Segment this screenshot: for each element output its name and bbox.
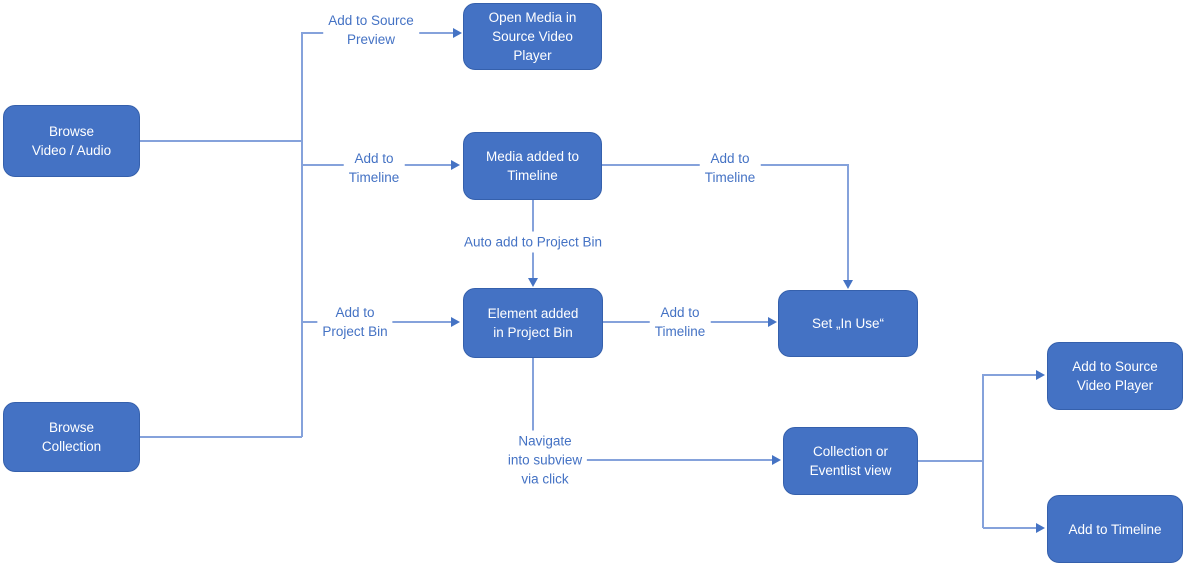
arrowhead-into-open-media <box>453 28 462 38</box>
node-add-to-timeline: Add to Timeline <box>1047 495 1183 563</box>
connector-branch-to-add-source <box>983 374 1037 376</box>
node-open-media-source-player: Open Media in Source Video Player <box>463 3 602 70</box>
node-media-added-timeline: Media added to Timeline <box>463 132 602 200</box>
connector-browse-collection-to-trunk <box>140 436 302 438</box>
node-collection-eventlist-view: Collection or Eventlist view <box>783 427 918 495</box>
edge-label-add-to-timeline-browse: Add to Timeline <box>343 148 405 188</box>
connector-branch-vertical <box>982 374 984 528</box>
arrowhead-into-set-in-use-top <box>843 280 853 289</box>
connector-branch-to-add-timeline <box>983 527 1037 529</box>
arrowhead-into-element-added <box>451 317 460 327</box>
edge-label-navigate-into-subview: Navigate into subview via click <box>502 430 588 490</box>
arrowhead-into-collection <box>772 455 781 465</box>
node-set-in-use: Set „In Use“ <box>778 290 918 357</box>
node-element-added-project-bin: Element added in Project Bin <box>463 288 603 358</box>
connector-navigate-to-collection <box>533 459 773 461</box>
connector-collection-to-branch <box>918 460 983 462</box>
edge-label-add-to-timeline-element: Add to Timeline <box>649 302 711 342</box>
connector-browse-video-to-trunk <box>140 140 302 142</box>
edge-label-add-to-project-bin: Add to Project Bin <box>317 302 393 342</box>
arrowhead-into-media-added <box>451 160 460 170</box>
edge-label-add-to-source-preview: Add to Source Preview <box>323 10 419 50</box>
arrowhead-into-add-source-player <box>1036 370 1045 380</box>
node-browse-collection: Browse Collection <box>3 402 140 472</box>
connector-element-down <box>532 358 534 460</box>
arrowhead-into-add-timeline <box>1036 523 1045 533</box>
arrowhead-into-set-in-use <box>768 317 777 327</box>
arrowhead-into-element-top <box>528 278 538 287</box>
node-browse-video-audio: Browse Video / Audio <box>3 105 140 177</box>
connector-trunk-vertical <box>301 32 303 437</box>
node-add-to-source-video-player: Add to Source Video Player <box>1047 342 1183 410</box>
edge-label-auto-add-to-project-bin: Auto add to Project Bin <box>458 231 608 253</box>
edge-label-add-to-timeline-media: Add to Timeline <box>699 148 761 188</box>
connector-corner-to-set <box>847 164 849 281</box>
